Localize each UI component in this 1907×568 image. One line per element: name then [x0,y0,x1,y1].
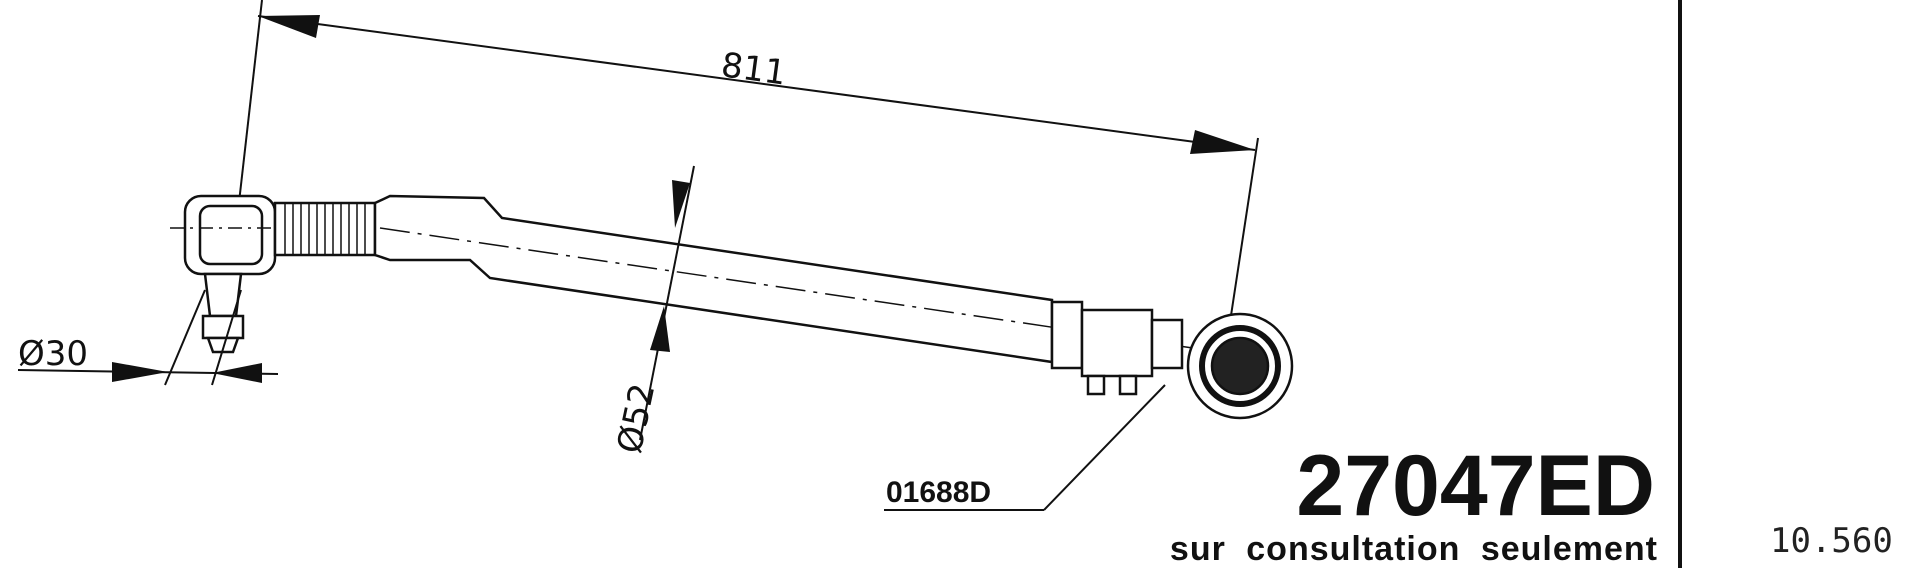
rod-diameter-line [639,165,695,441]
reference-leader-diagonal [1043,384,1166,511]
pin-diameter-arrow-left [112,362,168,382]
pin-diameter-label: Ø30 [18,334,88,374]
rod-diameter-dimension [639,165,695,441]
part-number: 27047ED [1296,438,1655,534]
thread-lines [284,203,366,255]
tie-rod [170,194,1294,420]
length-arrow-left [258,15,320,38]
right-clamp-bolt-1 [1086,374,1106,396]
length-arrow-right [1190,130,1255,154]
length-dimension-label: 811 [719,45,789,93]
left-stud-tip [206,336,240,354]
availability-note: sur consultation seulement [1170,530,1658,568]
right-eye-bore [1210,336,1270,396]
length-dimension-line [257,15,1256,151]
reference-code-label: 01688D [886,476,991,509]
tie-rod-tube [373,194,1054,364]
right-clamp-collar [1050,300,1084,370]
side-value: 10.560 [1770,521,1893,561]
reference-leader [884,384,1166,511]
length-dimension [221,0,1259,356]
right-threaded-neck [1150,318,1184,370]
right-clamp-bolt-2 [1118,374,1138,396]
rod-diameter-arrow-bottom [650,306,670,352]
rod-diameter-label: Ø52 [610,380,664,457]
rod-diameter-arrow-top [672,180,690,228]
left-stud-nut [201,314,245,340]
left-ball-joint-inner [198,204,264,266]
pin-diameter-ext-left [164,289,206,386]
right-clamp-block [1080,308,1154,378]
pin-diameter-ext-right [211,289,242,386]
pin-diameter-dimension [17,289,279,386]
pin-diameter-arrow-right [212,363,262,383]
